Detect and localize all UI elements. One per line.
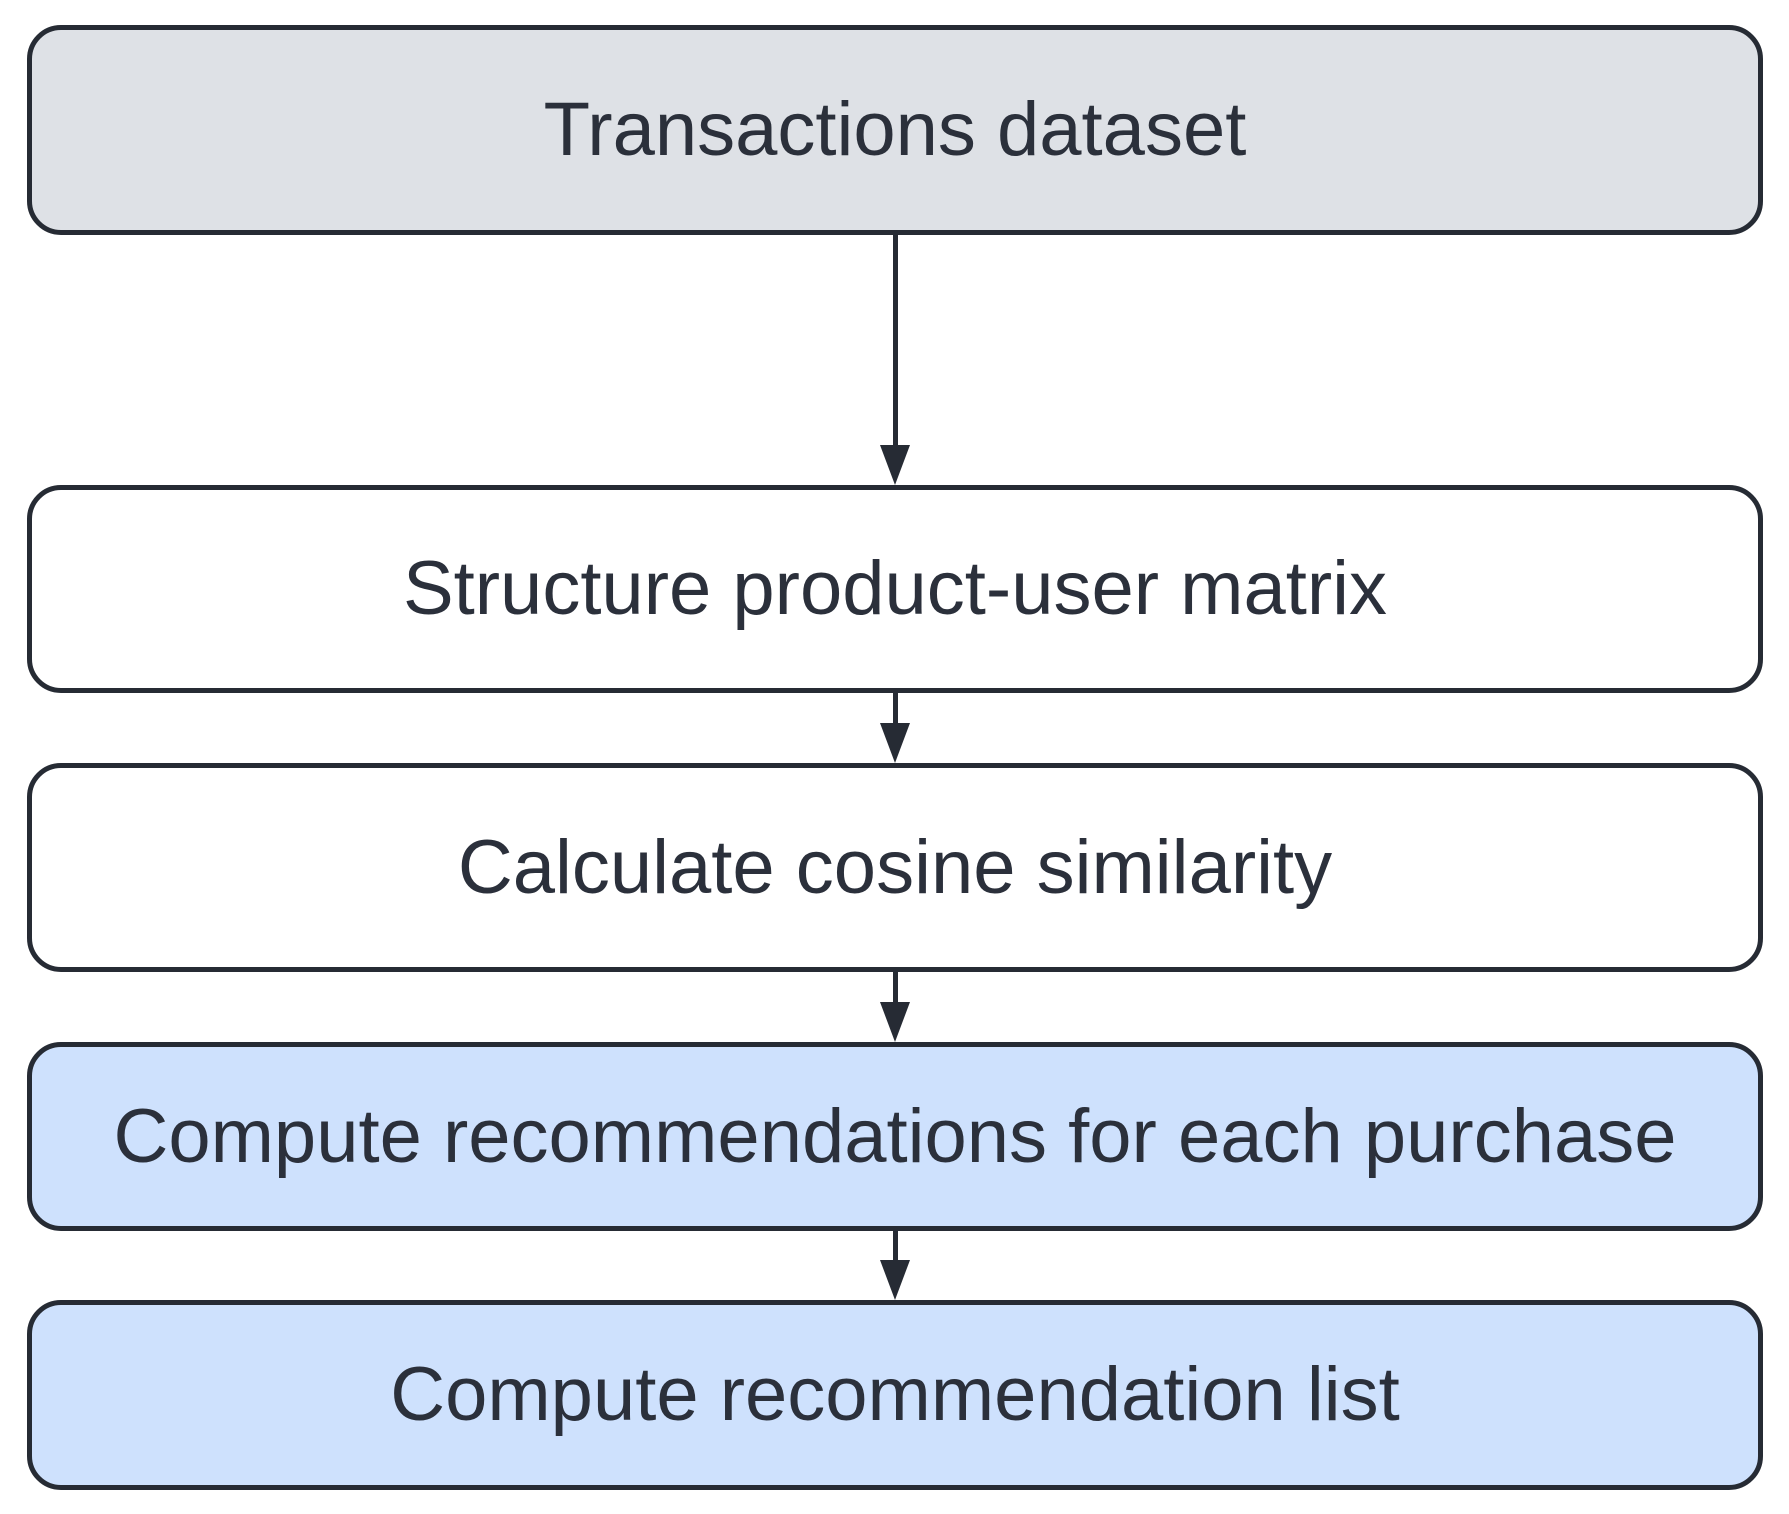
node-label: Transactions dataset	[543, 87, 1247, 173]
arrow-line	[892, 972, 898, 1002]
node-label: Structure product-user matrix	[402, 546, 1388, 632]
arrow-recommendations-to-list	[880, 1231, 910, 1300]
arrow-head-icon	[880, 445, 910, 485]
node-transactions-dataset: Transactions dataset	[27, 25, 1763, 235]
node-compute-recommendation-list: Compute recommendation list	[27, 1300, 1763, 1490]
arrow-line	[892, 693, 898, 723]
arrow-head-icon	[880, 723, 910, 763]
arrow-matrix-to-similarity	[880, 693, 910, 763]
node-compute-recommendations-for-each-purchase: Compute recommendations for each purchas…	[27, 1042, 1763, 1231]
node-label: Compute recommendations for each purchas…	[113, 1093, 1677, 1179]
arrow-head-icon	[880, 1260, 910, 1300]
arrow-head-icon	[880, 1002, 910, 1042]
node-calculate-cosine-similarity: Calculate cosine similarity	[27, 763, 1763, 972]
node-label: Calculate cosine similarity	[457, 824, 1333, 910]
node-structure-product-user-matrix: Structure product-user matrix	[27, 485, 1763, 693]
arrow-line	[892, 235, 898, 445]
node-label: Compute recommendation list	[390, 1352, 1400, 1438]
arrow-similarity-to-recommendations	[880, 972, 910, 1042]
arrow-dataset-to-matrix	[880, 235, 910, 485]
arrow-line	[892, 1231, 898, 1260]
